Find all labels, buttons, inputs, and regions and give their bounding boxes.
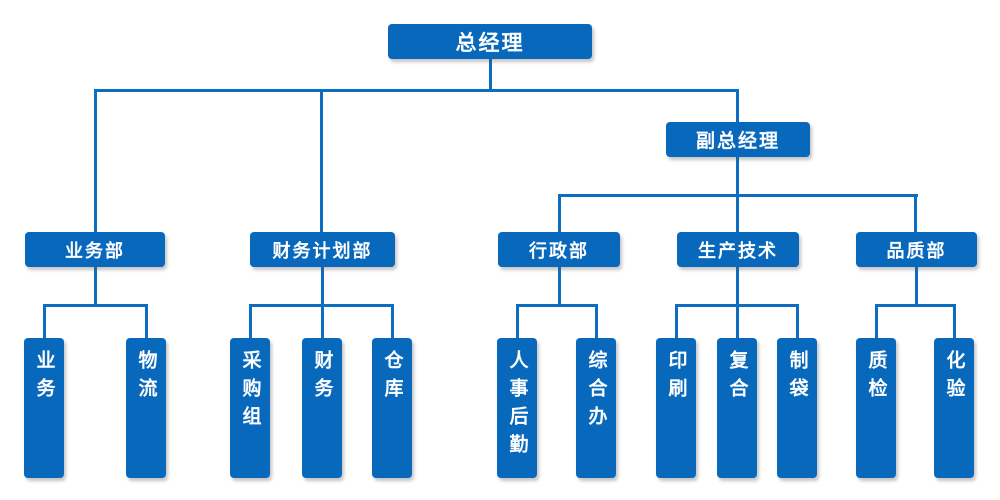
connector-line xyxy=(489,58,492,91)
org-node-hr-logistics: 人事后勤 xyxy=(497,338,537,478)
connector-line xyxy=(558,266,561,306)
connector-line xyxy=(736,194,739,233)
org-node-quality-dept: 品质部 xyxy=(856,232,977,267)
org-node-business-dept: 业务部 xyxy=(25,232,165,267)
connector-line xyxy=(516,304,519,340)
connector-line xyxy=(595,304,598,340)
connector-line xyxy=(915,266,918,306)
org-node-purchasing-group: 采购组 xyxy=(230,338,270,478)
connector-line xyxy=(558,194,561,233)
connector-line xyxy=(94,266,97,306)
org-node-general-office: 综合办 xyxy=(576,338,616,478)
connector-line xyxy=(914,194,917,233)
connector-line xyxy=(43,304,148,307)
org-node-laminating: 复合 xyxy=(717,338,757,478)
connector-line xyxy=(249,304,252,340)
connector-line xyxy=(875,304,878,340)
connector-line xyxy=(796,304,799,340)
connector-line xyxy=(321,304,324,340)
connector-line xyxy=(516,304,598,307)
org-node-production-tech-dept: 生产技术 xyxy=(677,232,799,267)
org-node-logistics: 物流 xyxy=(126,338,166,478)
org-node-lab-test: 化验 xyxy=(934,338,974,478)
connector-line xyxy=(953,304,956,340)
org-node-finance: 财务 xyxy=(302,338,342,478)
connector-line xyxy=(736,304,739,340)
org-node-deputy-general-manager: 副总经理 xyxy=(666,122,810,157)
org-node-general-manager: 总经理 xyxy=(388,24,592,59)
org-node-bag-making: 制袋 xyxy=(777,338,817,478)
connector-line xyxy=(875,304,956,307)
org-node-finance-planning-dept: 财务计划部 xyxy=(250,232,395,267)
org-node-admin-dept: 行政部 xyxy=(498,232,620,267)
org-node-warehouse: 仓库 xyxy=(372,338,412,478)
org-node-quality-inspection: 质检 xyxy=(856,338,896,478)
connector-line xyxy=(320,89,323,233)
connector-line xyxy=(321,266,324,306)
org-node-business: 业务 xyxy=(24,338,64,478)
connector-line xyxy=(145,304,148,340)
connector-line xyxy=(391,304,394,340)
connector-line xyxy=(675,304,678,340)
connector-line xyxy=(736,89,739,123)
connector-line xyxy=(94,89,97,233)
connector-line xyxy=(736,156,739,196)
org-node-printing: 印刷 xyxy=(656,338,696,478)
connector-line xyxy=(94,89,739,92)
connector-line xyxy=(43,304,46,340)
connector-line xyxy=(736,266,739,306)
